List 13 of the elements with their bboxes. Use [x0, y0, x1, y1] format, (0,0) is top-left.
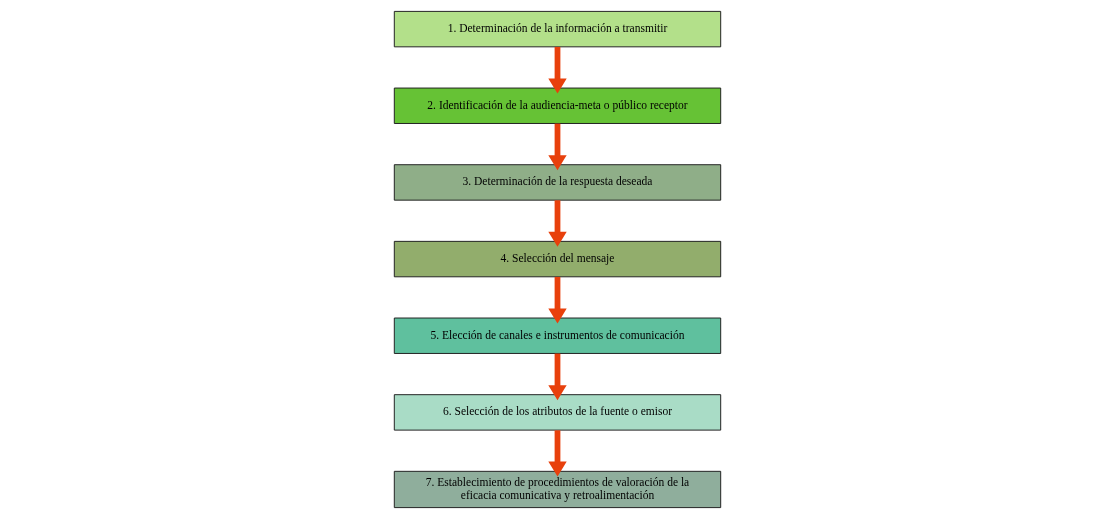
arrow [548, 430, 567, 477]
node-box: 5. Elección de canales e instrumentos de comunicación [393, 317, 722, 354]
node-box: 7. Establecimiento de procedimientos de valoración de la eficacia comunicativa y retroalimentación [393, 470, 722, 509]
node-box: 2. Identificación de la audiencia-meta o público receptor [393, 87, 722, 124]
arrow [548, 123, 567, 171]
node-box: 1. Determinación de la información a transmitir [393, 10, 722, 48]
arrow [548, 276, 567, 324]
node-box: 3. Determinación de la respuesta deseada [393, 164, 722, 201]
arrow [548, 353, 567, 401]
arrow [548, 46, 567, 94]
node-box: 4. Selección del mensaje [393, 240, 722, 278]
arrow [548, 200, 567, 247]
node-box: 6. Selección de los atributos de la fuente o emisor [393, 394, 722, 431]
